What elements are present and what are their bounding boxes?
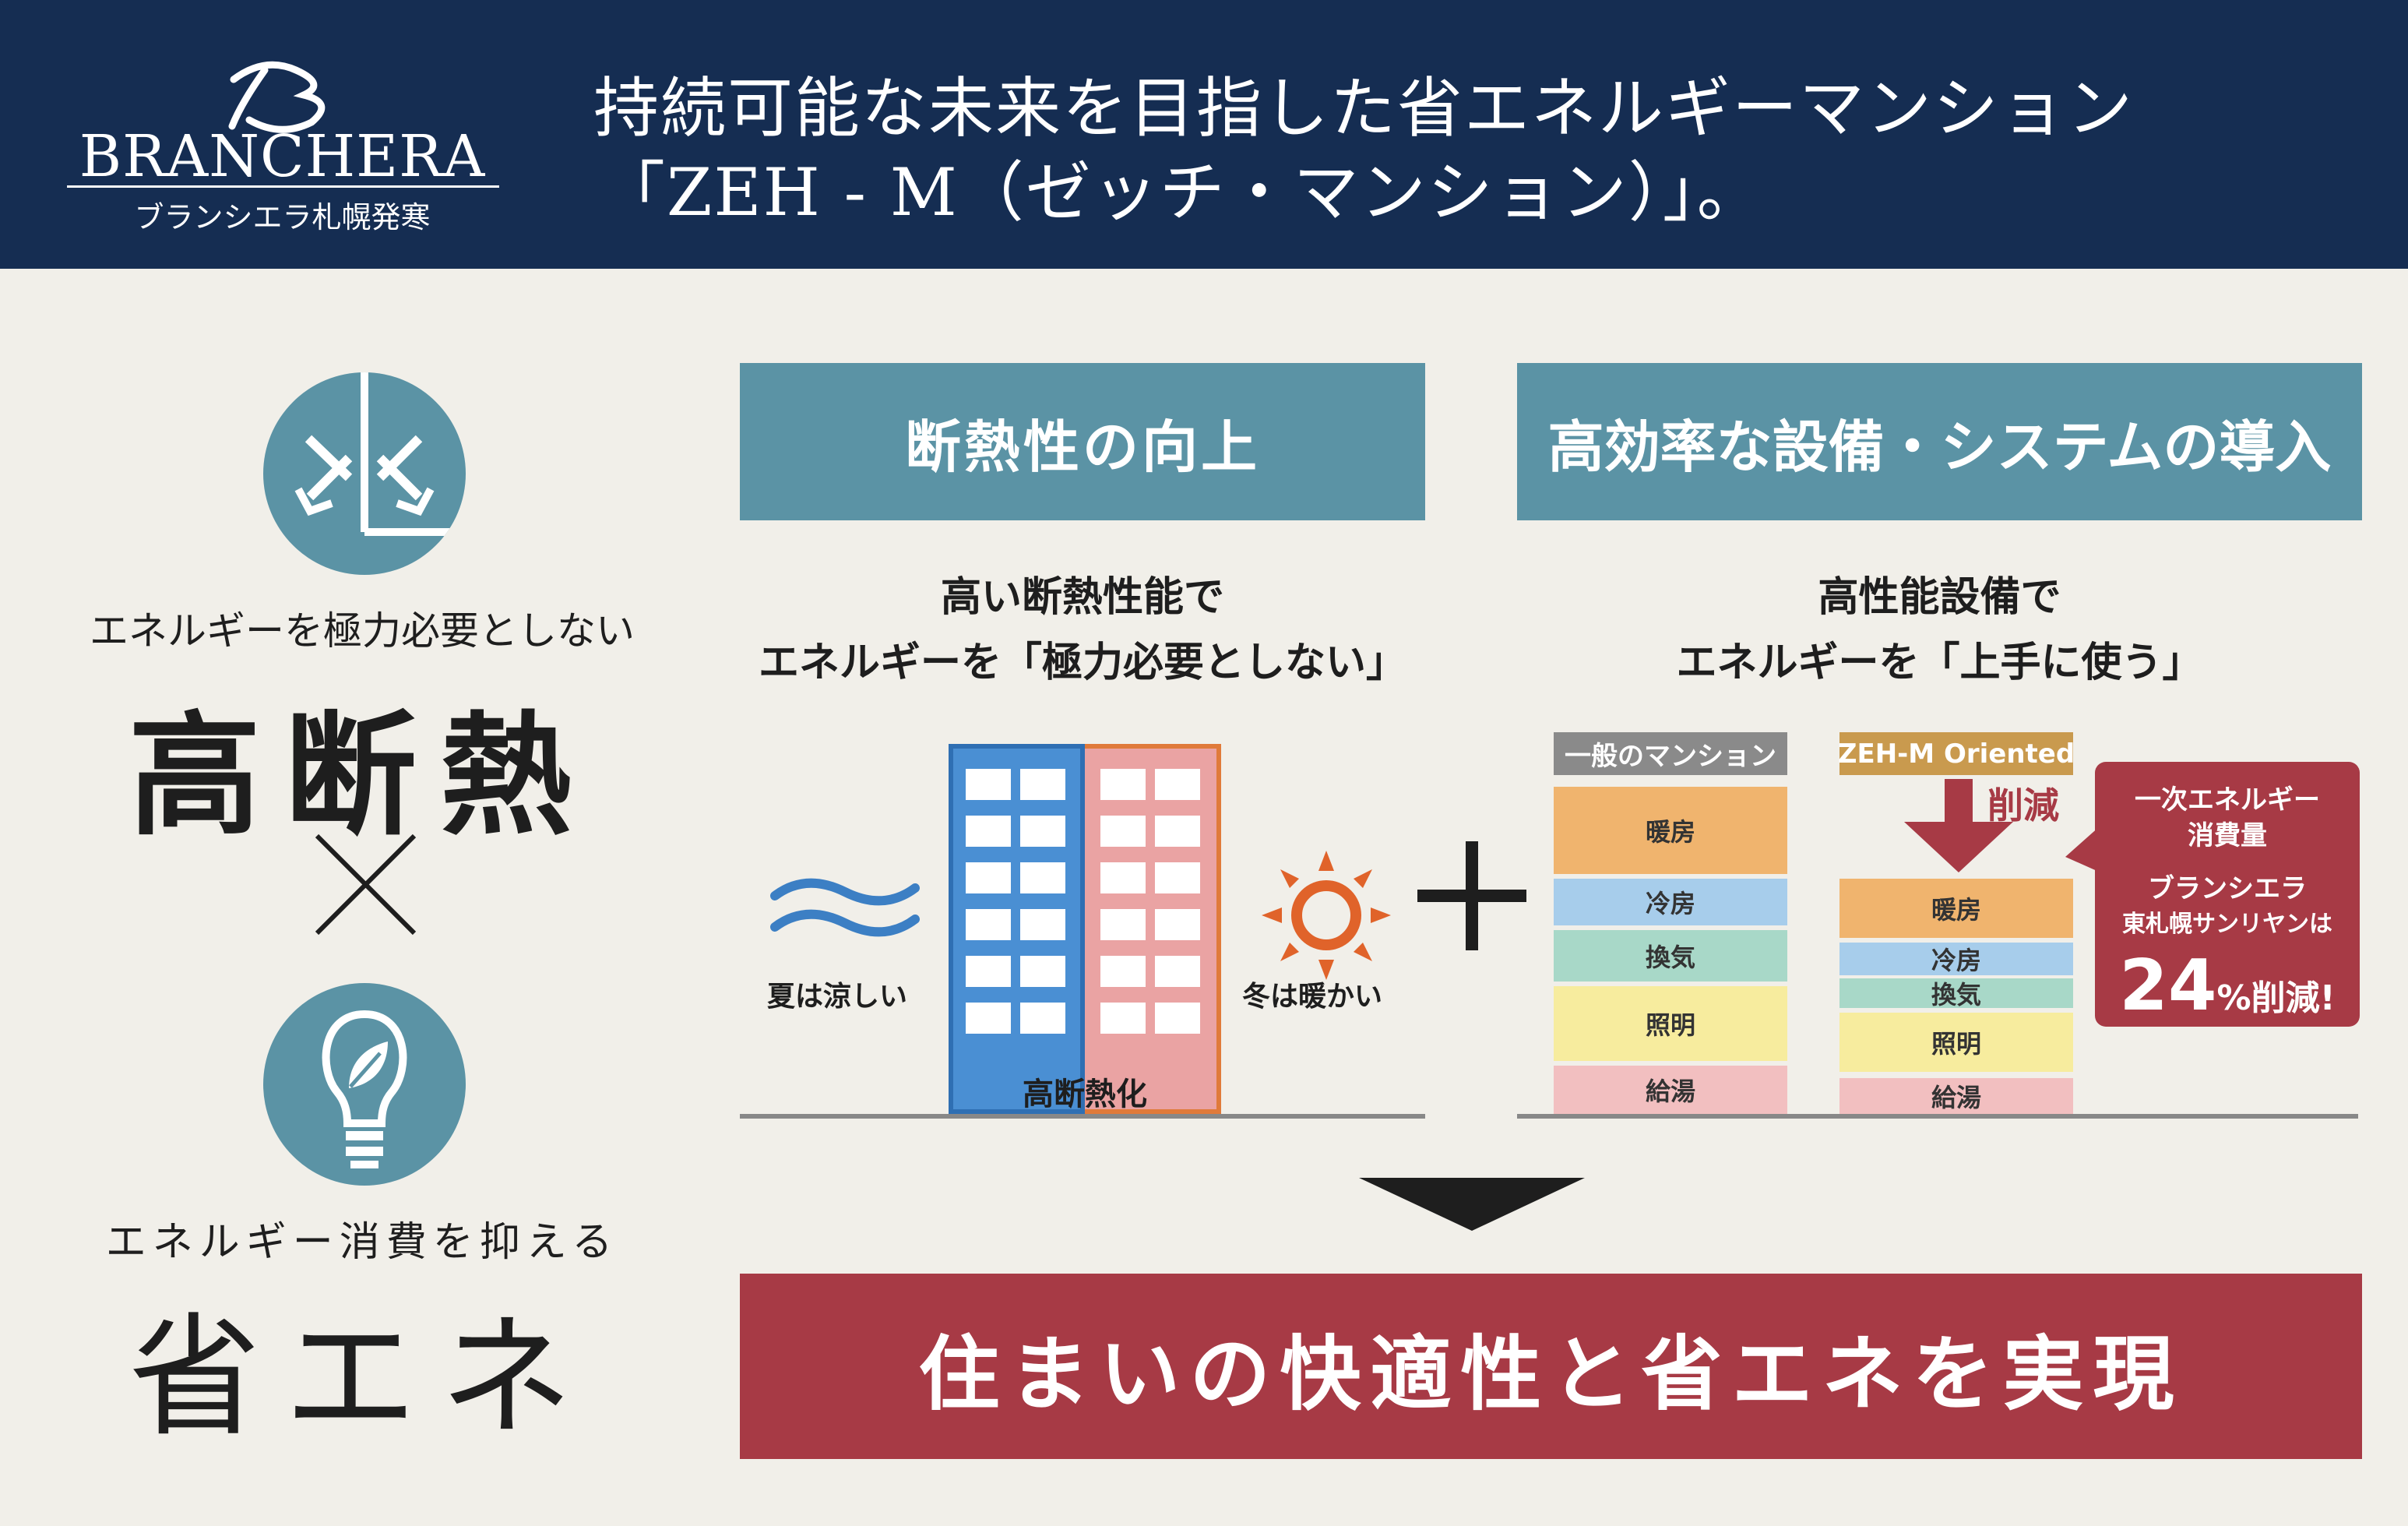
callout-line1: 一次エネルギー [2135, 784, 2320, 816]
insulation-icon [263, 372, 466, 575]
general-cooling-segment: 冷房 [1554, 879, 1787, 925]
ground-line-right [1517, 1114, 2358, 1119]
zeh-cooling-segment: 冷房 [1839, 943, 2073, 975]
callout-pointer [2065, 826, 2100, 872]
callout-line4: 東札幌サンリヤンは [2122, 911, 2332, 938]
callout-number: 24 [2119, 945, 2217, 1027]
brand-subtitle: ブランシエラ札幌発寒 [134, 200, 431, 234]
insulation-subtitle-line2: エネルギーを「極力必要としない」 [758, 640, 1406, 686]
insulation-section-header: 断熱性の向上 [740, 363, 1425, 520]
header-banner [0, 0, 2408, 269]
equipment-subtitle-line1: 高性能設備で [1818, 574, 2061, 621]
building-windows [966, 769, 1200, 1034]
down-triangle-icon [1359, 1178, 1585, 1231]
callout-line2: 消費量 [2188, 820, 2267, 851]
wind-icon [770, 878, 920, 937]
energy-title: 省エネ [128, 1301, 596, 1455]
general-mansion-tag: 一般のマンション [1554, 732, 1787, 775]
ground-line-left [740, 1114, 1425, 1119]
conclusion-banner: 住まいの快適性と省エネを実現 [740, 1274, 2362, 1459]
headline-line1: 持続可能な未来を目指した省エネルギーマンション [593, 70, 2135, 146]
insulation-subtitle: 高い断熱性能で エネルギーを「極力必要としない」 [740, 565, 1425, 696]
callout-reduction-value: 24%削減! [2095, 947, 2360, 1038]
zeh-hot-water-segment: 給湯 [1839, 1078, 2073, 1114]
zeh-m-tag: ZEH-M Oriented [1838, 732, 2075, 775]
general-heating-segment: 暖房 [1554, 787, 1787, 874]
equipment-subtitle-line2: エネルギーを「上手に使う」 [1676, 640, 2203, 686]
zeh-ventilation-segment: 換気 [1839, 978, 2073, 1010]
callout-unit: %削減! [2216, 978, 2336, 1018]
sun-icon [1262, 851, 1391, 980]
insulation-caption: エネルギーを極力必要としない [90, 608, 635, 654]
building-label: 高断熱化 [1023, 1077, 1147, 1112]
headline-line2: 「ZEH - M（ゼッチ・マンション）」。 [600, 154, 1764, 231]
times-icon [315, 833, 417, 936]
brand-logo-icon [228, 61, 326, 133]
equipment-subtitle: 高性能設備で エネルギーを「上手に使う」 [1517, 565, 2362, 696]
lightbulb-leaf-icon [263, 983, 466, 1186]
reduction-label: 削減 [1987, 784, 2059, 826]
insulation-title: 高断熱 [128, 698, 596, 854]
brand-divider [67, 185, 499, 188]
general-lighting-segment: 照明 [1554, 986, 1787, 1061]
callout-line3: ブランシエラ [2148, 873, 2307, 904]
brand-name: BRANCHERA [79, 123, 486, 190]
general-hot-water-segment: 給湯 [1554, 1066, 1787, 1114]
plus-icon [1417, 841, 1526, 950]
cool-label: 夏は涼しい [767, 981, 908, 1013]
zeh-lighting-segment: 照明 [1839, 1013, 2073, 1072]
general-ventilation-segment: 換気 [1554, 930, 1787, 982]
insulation-subtitle-line1: 高い断熱性能で [940, 574, 1224, 621]
energy-caption: エネルギー消費を抑える [105, 1219, 619, 1266]
reduction-callout: 一次エネルギー 消費量 ブランシエラ 東札幌サンリヤンは 24%削減! [2095, 762, 2360, 1027]
warm-label: 冬は暖かい [1242, 981, 1383, 1013]
reduction-arrow-icon [1904, 779, 2013, 872]
zeh-heating-segment: 暖房 [1839, 879, 2073, 938]
equipment-section-header: 高効率な設備・システムの導入 [1517, 363, 2362, 520]
